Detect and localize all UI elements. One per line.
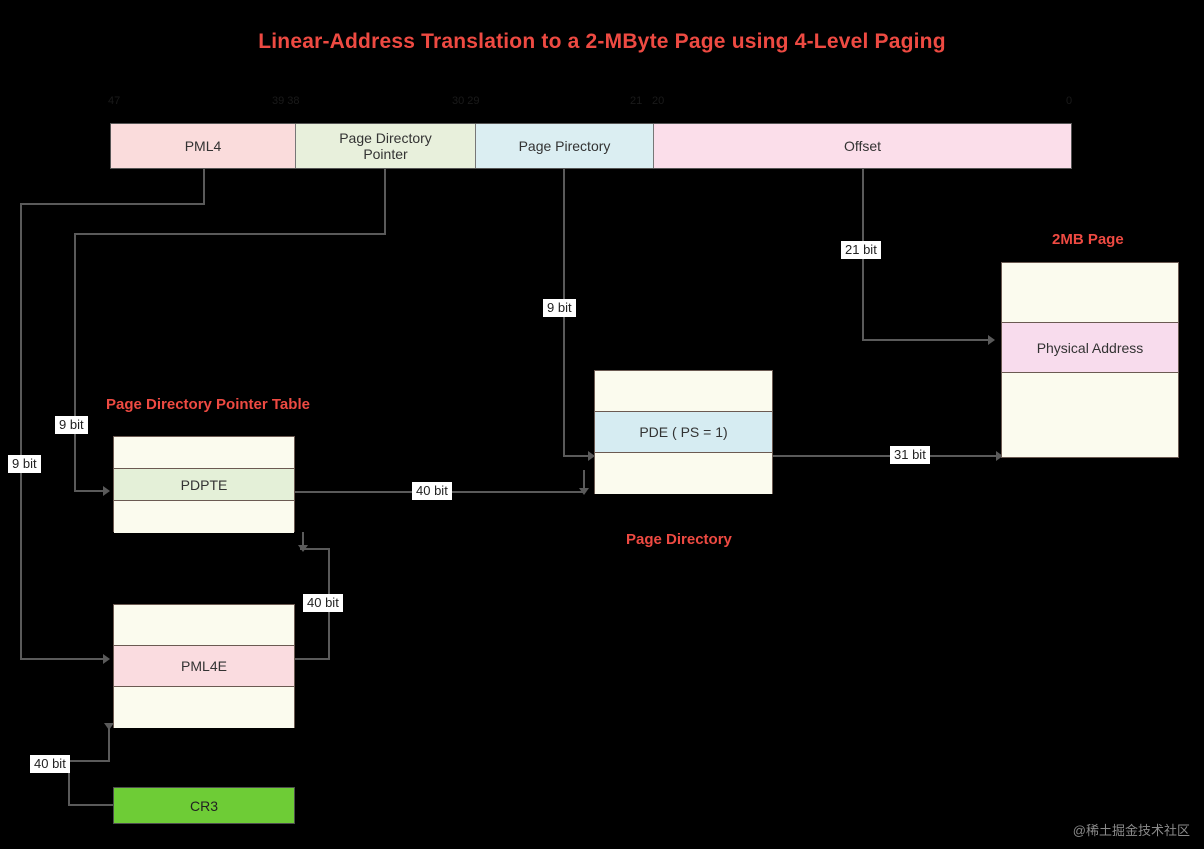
bitpos-20: 20 — [652, 95, 665, 107]
pd-row-pde[interactable]: PDE ( PS = 1) — [595, 412, 772, 453]
page-row-empty-bottom — [1002, 373, 1178, 457]
addr-segment-pml4[interactable]: PML4 — [111, 124, 296, 168]
line-pml4-into-pml4e — [20, 658, 105, 660]
arrowhead-offset — [988, 335, 995, 345]
chip-pml4-index-bits: 9 bit — [8, 455, 41, 474]
arrowhead-pml4e — [298, 545, 308, 552]
bitpos-39-38: 39 38 — [272, 95, 300, 107]
pdpt-row-empty-top — [114, 437, 294, 469]
chip-cr3-bits: 40 bit — [30, 755, 70, 774]
chip-pdpte-bits: 40 bit — [412, 482, 452, 501]
bitpos-30-29: 30 29 — [452, 95, 480, 107]
pdpt-row-empty-bottom — [114, 501, 294, 533]
pml4-row-empty-bottom — [114, 687, 294, 728]
line-cr3-vertical — [68, 760, 70, 806]
chip-pde-bits: 31 bit — [890, 446, 930, 465]
pml4-table: PML4E — [113, 604, 295, 728]
addr-segment-page-directory-pointer[interactable]: Page Directory Pointer — [296, 124, 476, 168]
line-pml4-left — [20, 203, 205, 205]
line-pml4-vertical — [20, 203, 22, 659]
watermark: @稀土掘金技术社区 — [1072, 823, 1190, 838]
page-directory-table: PDE ( PS = 1) — [594, 370, 773, 494]
chip-pd-index-bits: 9 bit — [543, 299, 576, 318]
chip-offset-bits: 21 bit — [841, 241, 881, 260]
page-directory-pointer-table: PDPTE — [113, 436, 295, 533]
pml4-row-empty-top — [114, 605, 294, 646]
cr3-register[interactable]: CR3 — [113, 787, 295, 824]
page-row-physical-address[interactable]: Physical Address — [1002, 323, 1178, 373]
line-pdp-vertical — [74, 233, 76, 491]
line-cr3-to-box — [68, 804, 113, 806]
label-page-directory-pointer-table: Page Directory Pointer Table — [106, 396, 310, 413]
line-cr3-up — [68, 760, 110, 762]
line-pde-right — [773, 455, 1001, 457]
page-row-empty-top — [1002, 263, 1178, 323]
arrowhead-pdpte — [579, 488, 589, 495]
line-pml4e-up-into-pdpt — [302, 532, 304, 550]
line-pml4e-to-pdpt — [300, 548, 330, 550]
pd-row-empty-top — [595, 371, 772, 412]
linear-address-bar: PML4 Page Directory Pointer Page Pirecto… — [110, 123, 1072, 169]
chip-pml4e-bits: 40 bit — [303, 594, 343, 613]
addr-segment-offset[interactable]: Offset — [654, 124, 1071, 168]
label-page-directory: Page Directory — [626, 531, 732, 548]
chip-pdp-index-bits: 9 bit — [55, 416, 88, 435]
arrowhead-pdp-index — [103, 486, 110, 496]
line-pml4-down — [203, 169, 205, 205]
physical-page-2mb: Physical Address — [1001, 262, 1179, 458]
arrowhead-pd-index — [588, 451, 595, 461]
line-pdpte-up — [583, 470, 585, 493]
line-pdp-into-pdpte — [74, 490, 105, 492]
line-pd-into-pde — [563, 455, 592, 457]
diagram-title: Linear-Address Translation to a 2-MByte … — [258, 30, 946, 53]
pdpt-row-pdpte[interactable]: PDPTE — [114, 469, 294, 501]
bitpos-21: 21 — [630, 95, 643, 107]
arrowhead-pde — [996, 451, 1003, 461]
line-offset-right — [862, 339, 992, 341]
line-pdp-down — [384, 169, 386, 235]
pml4-row-pml4e[interactable]: PML4E — [114, 646, 294, 687]
bitpos-47: 47 — [108, 95, 121, 107]
label-2mb-page: 2MB Page — [1052, 231, 1124, 248]
addr-segment-page-directory[interactable]: Page Pirectory — [476, 124, 654, 168]
line-pdp-left — [74, 233, 386, 235]
pd-row-empty-bottom — [595, 453, 772, 494]
arrowhead-pml4-index — [103, 654, 110, 664]
line-pml4e-right — [295, 658, 330, 660]
bitpos-0: 0 — [1066, 95, 1073, 107]
line-cr3-into-pml4-table — [108, 728, 110, 762]
arrowhead-cr3 — [104, 723, 114, 730]
